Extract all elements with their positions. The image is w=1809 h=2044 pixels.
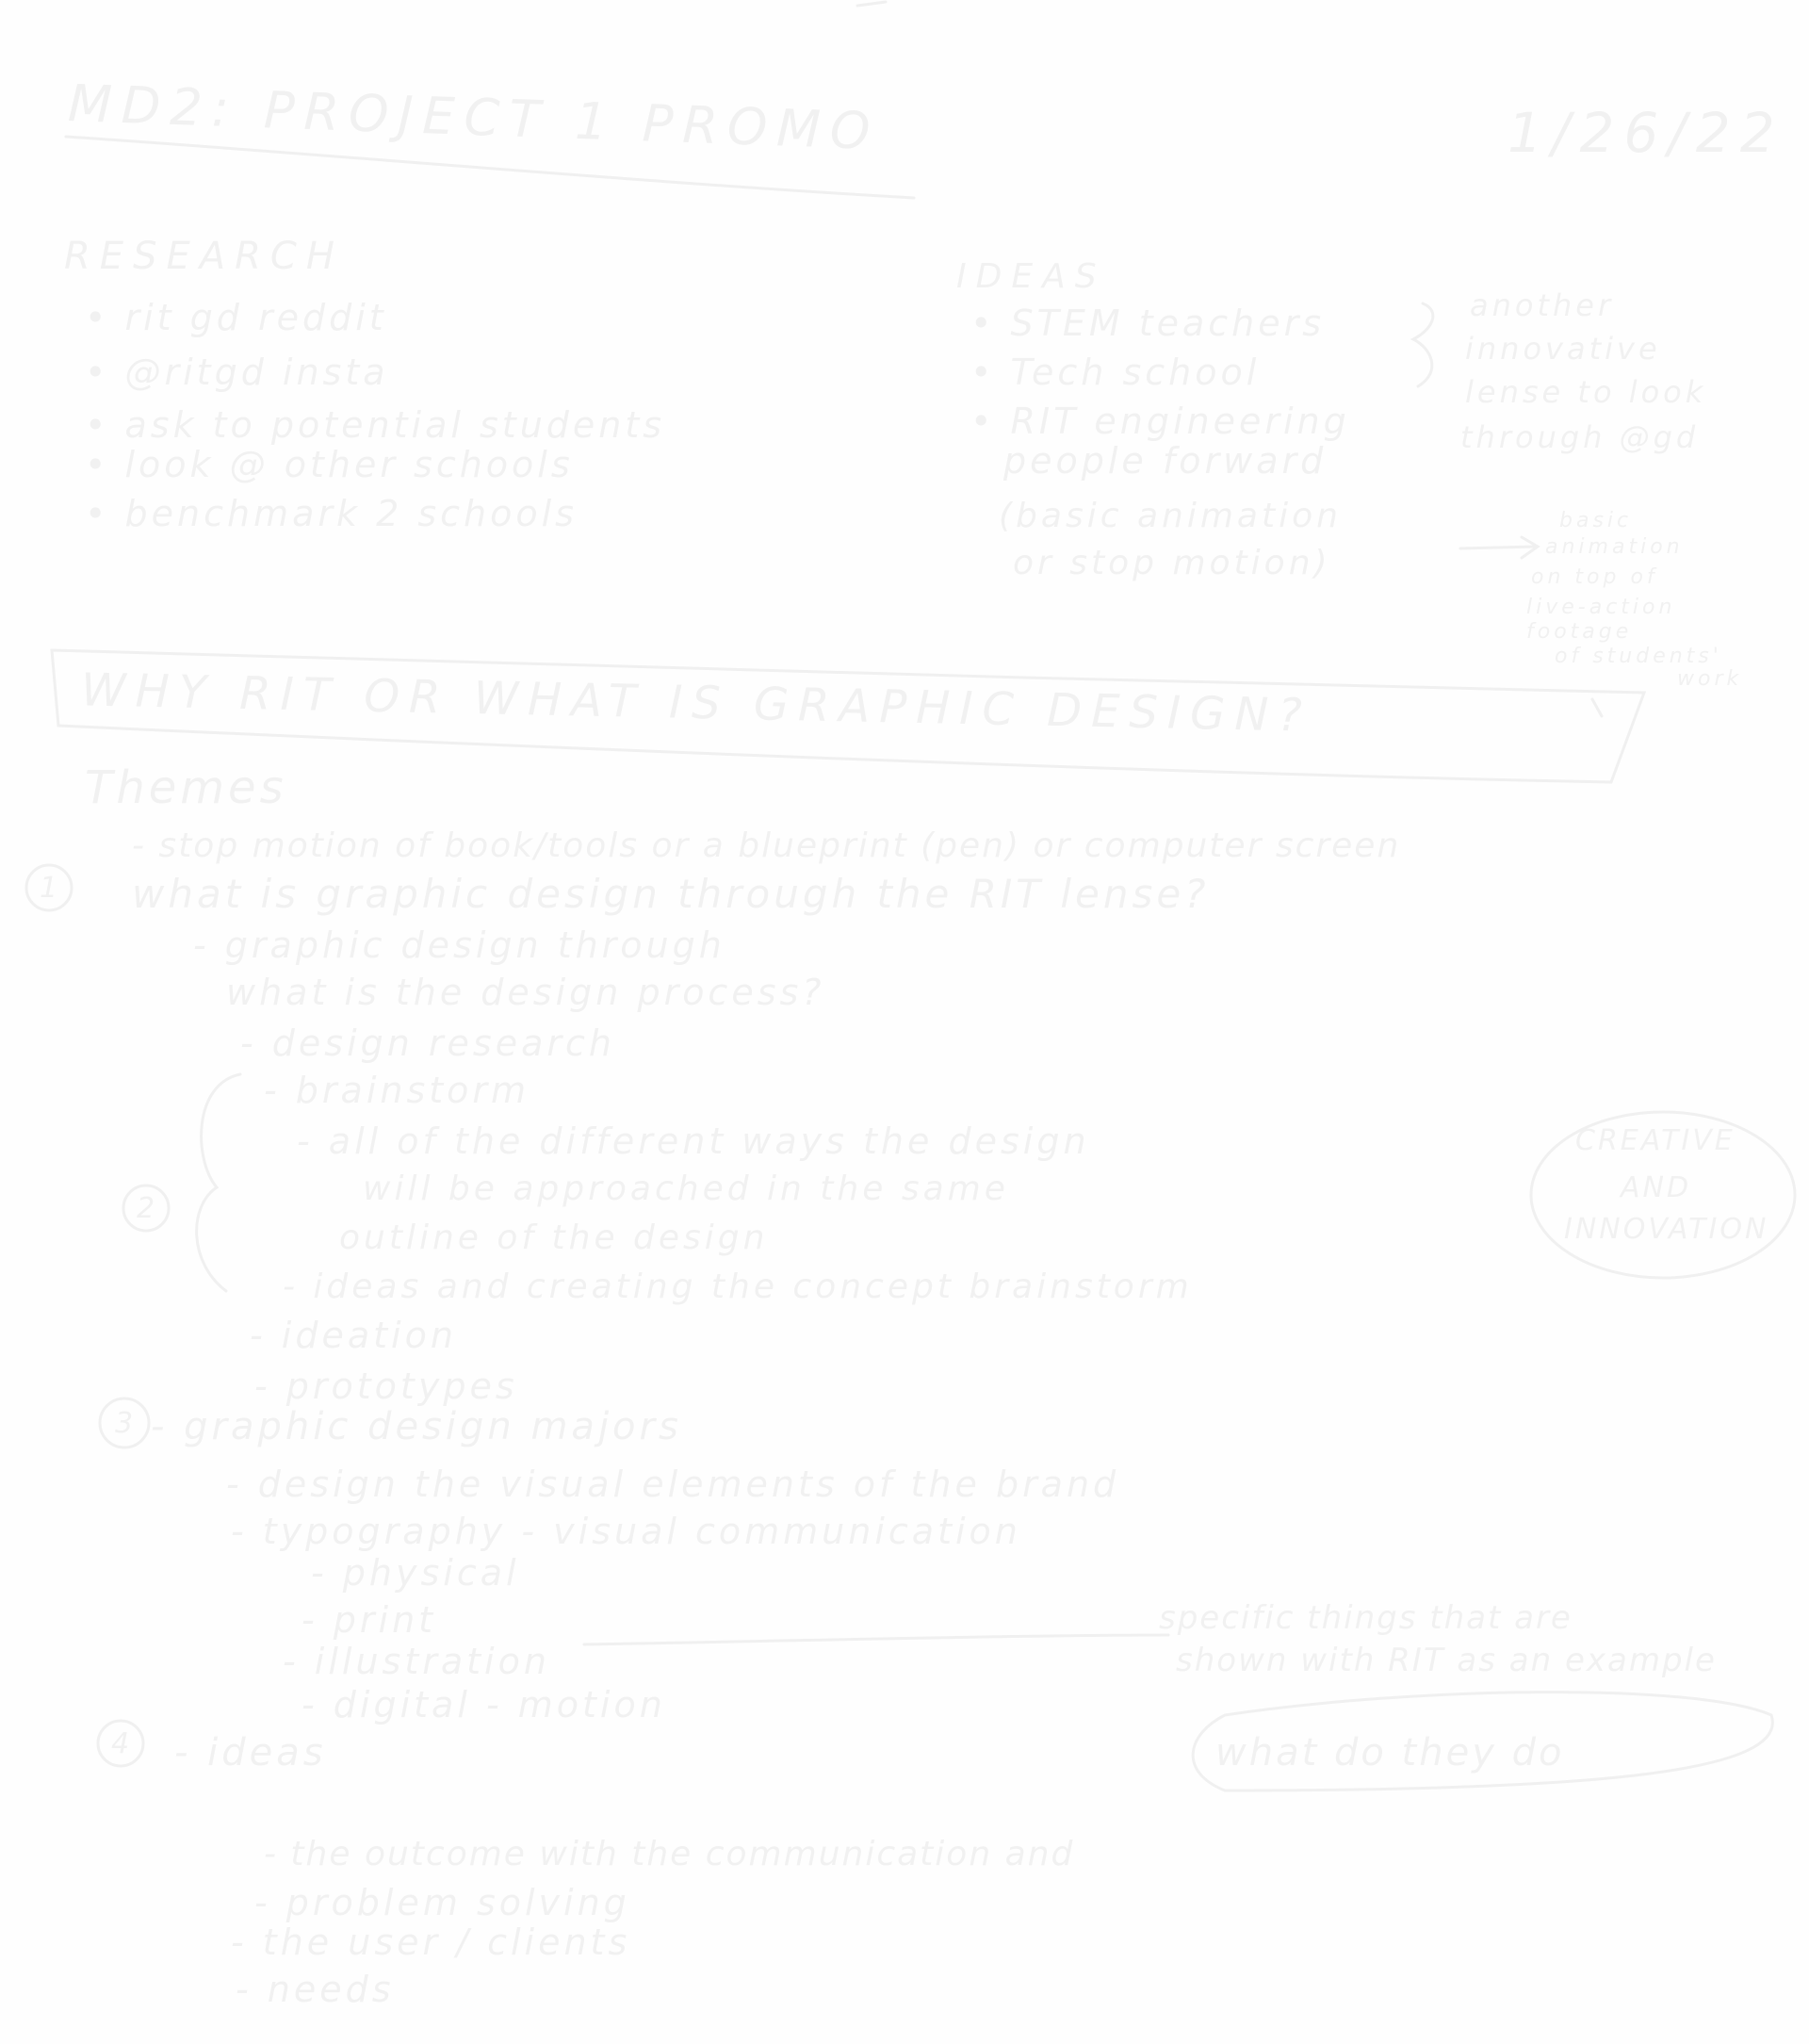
- arrow-note: footage: [1526, 620, 1633, 644]
- point2-badge: what do they do: [1215, 1731, 1565, 1774]
- ideas-heading: IDEAS: [956, 257, 1106, 296]
- point1-sub: - graphic design through: [193, 924, 725, 966]
- banner-frame: [50, 648, 1647, 784]
- point2-sub: - design the visual elements of the bran…: [226, 1464, 1120, 1505]
- point1-sub: outline of the design: [339, 1218, 769, 1257]
- point3-sub: - the outcome with the communication and: [264, 1835, 1075, 1873]
- ideas-bracket: [1410, 302, 1435, 388]
- ideas-side-note: another: [1470, 287, 1615, 323]
- arrow-note: on top of: [1531, 565, 1658, 589]
- point2-sub: - print: [302, 1599, 437, 1641]
- badge-line: AND: [1621, 1171, 1692, 1204]
- point1-sub: - ideation: [250, 1315, 457, 1356]
- point2-text: - graphic design majors: [151, 1405, 682, 1448]
- point2-sub: - illustration: [283, 1641, 550, 1682]
- point1-sub: will be approached in the same: [363, 1169, 1009, 1208]
- arrow-note: of students': [1555, 645, 1722, 668]
- banner-tail: [1590, 697, 1604, 718]
- point3-text: - ideas: [174, 1731, 327, 1774]
- point1-sub: what is the design process?: [226, 972, 825, 1013]
- badge-line: INNOVATION: [1564, 1213, 1769, 1246]
- point1-bracket: [195, 1072, 242, 1293]
- top-scratch: [856, 0, 888, 8]
- point2-sub: - digital - motion: [302, 1684, 666, 1725]
- marker-1: 1: [40, 872, 62, 905]
- badge-ellipse: [1529, 1110, 1797, 1280]
- ideas-item: (basic animation: [999, 497, 1342, 535]
- marker-3: 3: [115, 1407, 138, 1440]
- point2-sub: - typography - visual communication: [231, 1511, 1021, 1552]
- point2-side-note: specific things that are: [1159, 1599, 1573, 1637]
- page-date: 1/26/22: [1508, 101, 1785, 165]
- point1-sub: - brainstorm: [264, 1070, 530, 1111]
- arrow-note: animation: [1545, 535, 1684, 559]
- ideas-item: people forward: [1003, 440, 1328, 482]
- research-item: • rit gd reddit: [85, 297, 387, 338]
- point1-text: what is graphic design through the RIT l…: [132, 871, 1210, 917]
- marker-2: 2: [137, 1192, 159, 1225]
- marker-3-circle: [98, 1397, 151, 1449]
- research-item: • @ritgd insta: [85, 352, 389, 393]
- point3-sub: - the user / clients: [231, 1921, 631, 1963]
- point1-sub: - design research: [240, 1022, 615, 1064]
- ideas-item: • STEM teachers: [970, 303, 1326, 344]
- point2-sub: - physical: [311, 1552, 520, 1594]
- title-underline: [64, 135, 916, 200]
- ideas-side-note: lense to look: [1465, 374, 1707, 410]
- arrow-note: basic: [1559, 509, 1633, 532]
- marker-1-circle: [24, 863, 73, 912]
- badge-line: CREATIVE: [1575, 1124, 1736, 1157]
- point1-sub: - prototypes: [254, 1365, 518, 1407]
- marker-4-circle: [96, 1719, 145, 1768]
- arrow-head: [1520, 535, 1540, 560]
- themes-intro: - stop motion of book/tools or a bluepri…: [132, 826, 1401, 865]
- point3-sub: - problem solving: [254, 1882, 630, 1923]
- marker-4: 4: [111, 1727, 134, 1760]
- arrow-note: work: [1677, 667, 1743, 691]
- research-item: • look @ other schools: [85, 444, 574, 485]
- point2-side-note: shown with RIT as an example: [1176, 1642, 1717, 1679]
- research-heading: RESEARCH: [64, 235, 344, 278]
- themes-heading: Themes: [85, 761, 287, 814]
- arrow-note: live-action: [1526, 596, 1676, 619]
- badge2-frame: [1191, 1691, 1774, 1792]
- point3-sub: - needs: [236, 1969, 395, 2010]
- ideas-item: • Tech school: [970, 352, 1261, 393]
- marker-2-circle: [122, 1184, 171, 1233]
- arrow-line: [1459, 545, 1538, 550]
- ideas-side-note: through @gd: [1460, 419, 1700, 455]
- ideas-item: or stop motion): [1013, 544, 1331, 582]
- research-item: • benchmark 2 schools: [85, 493, 578, 534]
- point1-sub: - all of the different ways the design: [297, 1120, 1090, 1162]
- point1-sub: - ideas and creating the concept brainst…: [283, 1267, 1193, 1306]
- research-item: • ask to potential students: [85, 404, 666, 446]
- connector-line: [582, 1633, 1170, 1646]
- ideas-item: • RIT engineering: [970, 401, 1350, 442]
- ideas-side-note: innovative: [1465, 331, 1661, 367]
